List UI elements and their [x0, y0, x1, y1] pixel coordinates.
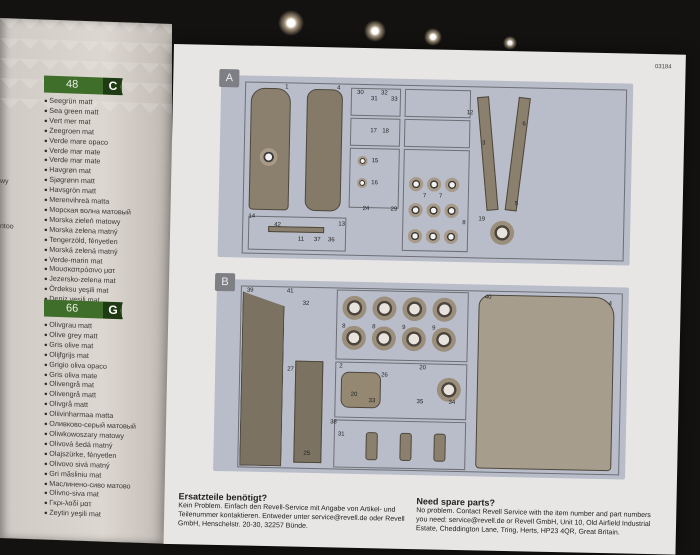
part-number: 39 [246, 287, 254, 294]
figure-part [399, 432, 412, 462]
part-number: 8 [462, 220, 466, 227]
part-number: 13 [338, 221, 346, 228]
part-number: 7 [438, 193, 443, 200]
wall-part [293, 360, 324, 464]
sprue-sheet-a: A [217, 68, 634, 266]
color-letter: G [103, 302, 123, 320]
color-badge: 48 C [44, 75, 123, 96]
part-number: 33 [368, 398, 376, 405]
color-letter: C [103, 78, 123, 96]
figure-part [433, 433, 446, 462]
part-number: 4 [337, 85, 341, 92]
edge-text: wy [0, 178, 9, 186]
color-number: 48 [66, 78, 79, 91]
part-number: 41 [286, 288, 294, 295]
edge-text: ntoo [0, 223, 14, 231]
footer-body-de: Kein Problem. Einfach den Revell-Service… [177, 502, 405, 530]
part-number: 18 [382, 128, 389, 135]
part-number: 24 [362, 205, 370, 213]
part-number: 12 [466, 110, 474, 117]
part-number: 33 [390, 96, 398, 103]
footer-en: Need spare parts? No problem. Contact Re… [415, 496, 657, 538]
part-number: 40 [484, 294, 492, 301]
wall-part [239, 291, 285, 466]
part-number: 4 [608, 301, 613, 308]
color-badge: 66 G [44, 299, 123, 320]
light-reflection [278, 10, 304, 36]
part-number: 29 [390, 206, 398, 213]
right-page: 03184 A [163, 44, 686, 555]
part-number: 8 [342, 323, 346, 330]
sheet-label-b: B [214, 272, 236, 292]
part-number: 15 [371, 158, 379, 165]
part-number: 31 [370, 96, 378, 103]
part-number: 42 [274, 222, 281, 229]
color-names-list: Seegrün mattSea green mattVert mer matZe… [44, 96, 164, 309]
part-number: 14 [248, 213, 256, 220]
part-number: 20 [419, 365, 427, 372]
sprue-frame [403, 118, 471, 149]
light-reflection [503, 36, 517, 50]
color-names-list: Olivgrau mattOlive grey mattGris olive m… [44, 320, 164, 523]
part-number: 30 [356, 89, 364, 96]
part-number: 35 [416, 399, 424, 406]
sprue-frame [348, 147, 400, 209]
part-number: 20 [350, 391, 358, 398]
figure-part [365, 432, 378, 461]
part-number: 16 [371, 180, 378, 187]
part-number: 9 [402, 324, 406, 331]
part-number: 31 [337, 431, 345, 438]
sprue-frame [404, 88, 472, 119]
base-part [475, 294, 615, 472]
part-number: 38 [330, 419, 337, 426]
part-number: 7 [422, 193, 427, 200]
color-number: 66 [66, 302, 79, 315]
part-number: 1 [285, 84, 289, 91]
part-number: 17 [370, 128, 377, 135]
part-number: 37 [313, 236, 321, 244]
light-reflection [364, 20, 386, 42]
footer-de: Ersatzteile benötigt? Kein Problem. Einf… [177, 491, 407, 533]
part-number: 26 [381, 372, 388, 379]
part-number: 27 [287, 366, 294, 373]
part-number: 5 [514, 201, 519, 208]
part-number: 2 [339, 363, 343, 370]
part-number: 32 [380, 90, 388, 97]
part-number: 3 [481, 140, 486, 147]
part-number: 19 [478, 216, 486, 223]
article-code: 03184 [654, 64, 672, 71]
left-page: 48 C Seegrün mattSea green mattVert mer … [0, 18, 172, 545]
sheet-label-a: A [219, 68, 240, 88]
hull-part [304, 88, 344, 212]
part-number: 8 [372, 324, 376, 331]
footer-body-en: No problem. Contact Revell Service with … [415, 507, 651, 537]
photo-scene: 48 C Seegrün mattSea green mattVert mer … [0, 0, 700, 525]
light-reflection [424, 28, 442, 46]
part-number: 9 [432, 325, 436, 332]
part-number: 25 [303, 450, 311, 457]
part-number: 32 [302, 300, 310, 307]
part-number: 36 [327, 237, 335, 244]
sprue-frame [247, 215, 347, 252]
part-number: 34 [448, 399, 456, 406]
part-number: 6 [522, 121, 526, 128]
part-number: 11 [297, 236, 305, 243]
